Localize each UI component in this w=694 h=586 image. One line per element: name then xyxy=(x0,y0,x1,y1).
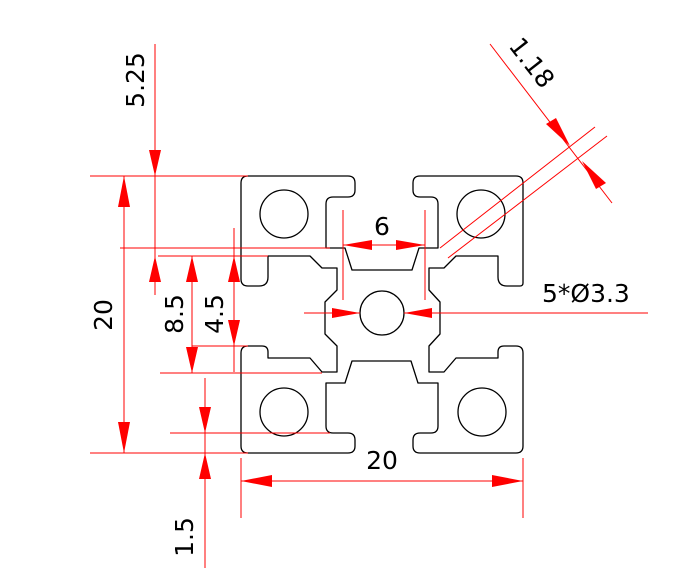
corner-hole-top-left xyxy=(259,189,309,239)
dimension-depth-outer-label: 8.5 xyxy=(160,294,189,334)
profile-outline xyxy=(240,175,524,454)
corner-hole-bottom-left xyxy=(259,387,309,437)
profile-body xyxy=(240,175,524,454)
dimension-slot-depth-label: 5.25 xyxy=(121,52,150,108)
dimension-slot-depth: 5.25 xyxy=(120,44,330,295)
dimension-width: 20 xyxy=(240,446,524,518)
dimension-lip-label: 1.5 xyxy=(170,517,199,557)
dimension-height-label: 20 xyxy=(89,299,118,331)
dimension-wall-thickness-label: 1.18 xyxy=(503,32,560,94)
dimension-slot-opening-label: 6 xyxy=(374,212,390,241)
dimension-height: 20 xyxy=(89,175,248,454)
dimension-slot-opening: 6 xyxy=(342,210,426,300)
dimension-holes: 5*Ø3.3 xyxy=(304,279,648,318)
dimension-width-label: 20 xyxy=(366,446,398,475)
dimension-depth-inner-label: 4.5 xyxy=(200,294,229,334)
dimension-depths: 8.5 4.5 xyxy=(158,228,322,374)
corner-hole-bottom-right xyxy=(457,387,507,437)
dimension-lip: 1.5 xyxy=(170,378,330,568)
dimension-holes-label: 5*Ø3.3 xyxy=(542,279,630,308)
